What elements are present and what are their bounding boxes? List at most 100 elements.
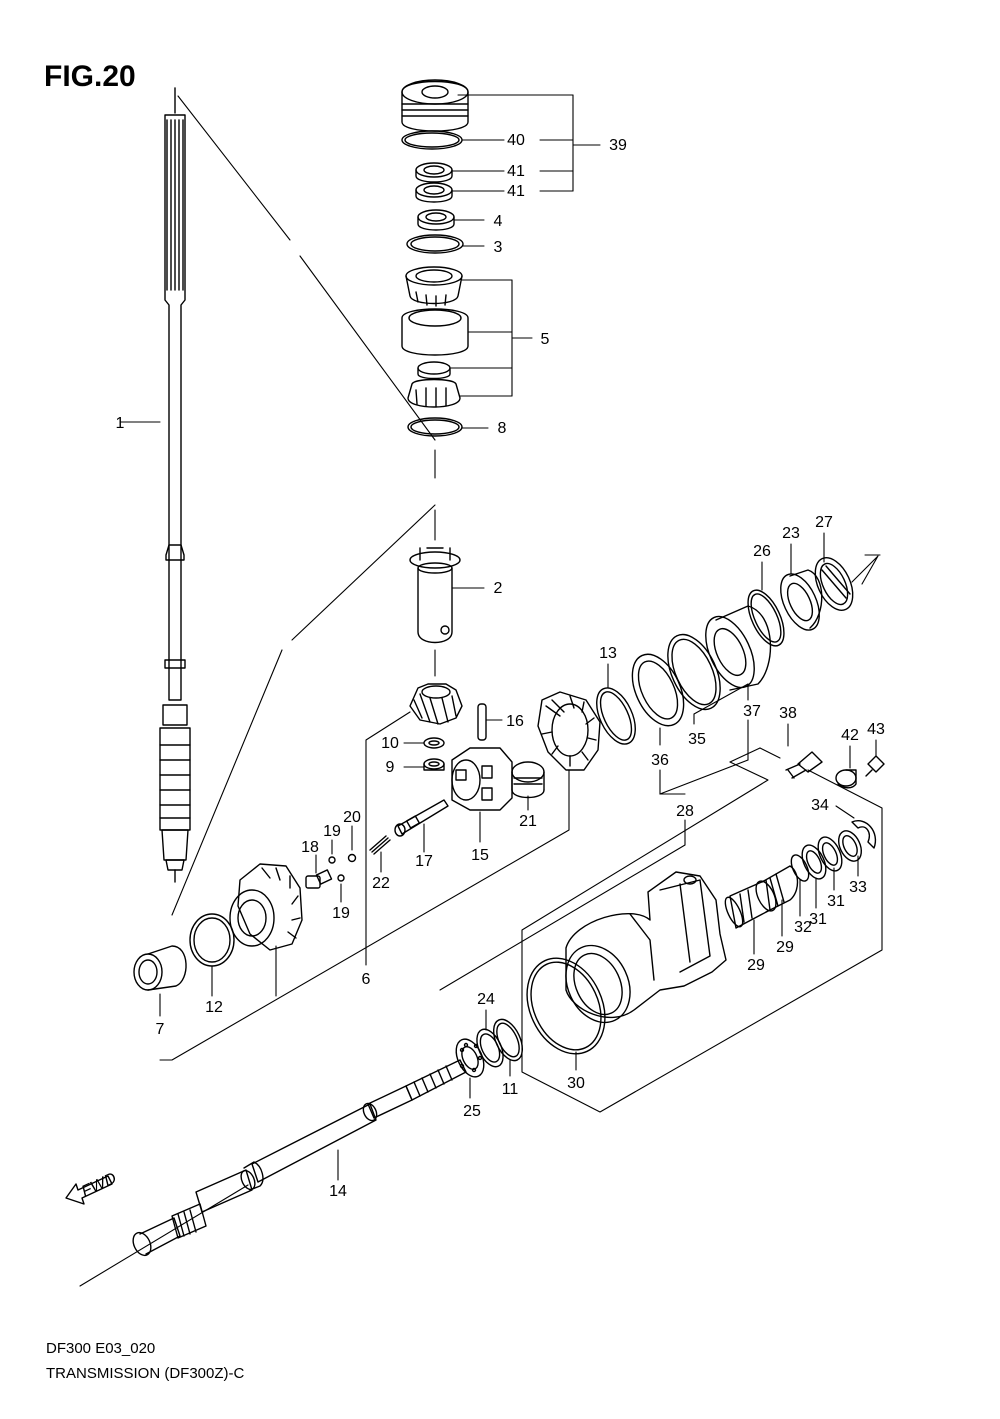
callout-29: 29 — [747, 957, 765, 974]
guide-shaft — [79, 1184, 249, 1287]
figure-title: FIG.20 — [44, 60, 136, 93]
part-31-oil-seal-b[interactable] — [797, 841, 830, 882]
housing-box-outline — [521, 747, 883, 1113]
part-30-o-ring[interactable] — [512, 945, 620, 1066]
part-23-bearing[interactable] — [773, 568, 827, 636]
callout-9: 9 — [386, 759, 395, 776]
part-8-retaining-ring[interactable] — [407, 417, 463, 437]
callout-32: 32 — [794, 919, 812, 936]
callout-7: 7 — [156, 1021, 165, 1038]
part-17-shift-slider[interactable] — [394, 799, 449, 837]
part-19-ball-upper[interactable] — [328, 856, 336, 864]
part-18-shift-pin[interactable] — [305, 869, 333, 889]
part-29-bearing-b[interactable] — [722, 879, 771, 929]
part-28-gear-housing[interactable] — [554, 871, 727, 1033]
part-32-circlip[interactable] — [788, 852, 813, 883]
callout-3: 3 — [494, 239, 503, 256]
callout-16: 16 — [506, 713, 524, 730]
callout-13: 13 — [599, 645, 617, 662]
part-20-ball[interactable] — [347, 853, 357, 863]
part-12-shim[interactable] — [189, 913, 235, 967]
callout-43: 43 — [867, 721, 885, 738]
part-19-ball-lower[interactable] — [337, 874, 345, 882]
callout-4: 4 — [494, 213, 503, 230]
callout-5: 5 — [541, 331, 550, 348]
part-14-propeller-shaft[interactable] — [130, 1059, 467, 1258]
part-9-nut[interactable] — [423, 758, 445, 771]
part-33-spacer[interactable] — [834, 827, 866, 864]
fwd-arrow-icon — [65, 1175, 113, 1205]
part-5-taper-roller-bearing-set[interactable] — [401, 266, 469, 408]
callout-29: 29 — [776, 939, 794, 956]
callout-41: 41 — [507, 163, 525, 180]
part-forward-bevel-gear[interactable] — [537, 691, 601, 771]
part-1-drive-shaft[interactable] — [159, 87, 191, 883]
leaders-9-10-16 — [403, 719, 503, 768]
part-21-spring[interactable] — [511, 761, 545, 799]
part-16-pin[interactable] — [477, 703, 487, 741]
part-3-shim[interactable] — [406, 234, 464, 254]
part-27-needle-bearing[interactable] — [808, 552, 861, 616]
callout-8: 8 — [498, 420, 507, 437]
figure-caption: TRANSMISSION (DF300Z)-C — [46, 1365, 245, 1382]
callout-24: 24 — [477, 991, 495, 1008]
part-15-clutch-dog[interactable] — [451, 747, 513, 811]
callout-38: 38 — [779, 705, 797, 722]
callout-12: 12 — [205, 999, 223, 1016]
callout-34: 34 — [811, 797, 829, 814]
part-40-o-ring[interactable] — [401, 130, 463, 150]
callout-35: 35 — [688, 731, 706, 748]
callout-31: 31 — [827, 893, 845, 910]
part-41-oil-seal-lower[interactable] — [415, 182, 453, 203]
part-2-drive-shaft-sleeve[interactable] — [409, 547, 461, 644]
callout-39: 39 — [609, 137, 627, 154]
callout-14: 14 — [329, 1183, 347, 1200]
callout-15: 15 — [471, 847, 489, 864]
callout-33: 33 — [849, 879, 867, 896]
callout-36: 36 — [651, 752, 669, 769]
callout-25: 25 — [463, 1103, 481, 1120]
fwd-label: FWD — [79, 1170, 120, 1201]
callout-2: 2 — [494, 580, 503, 597]
part-42-washer[interactable] — [835, 769, 857, 789]
leaders-top-stack — [449, 94, 601, 429]
part-7-needle-bearing[interactable] — [133, 945, 187, 991]
part-29-bearing-a[interactable] — [752, 865, 799, 914]
part-10-washer[interactable] — [423, 737, 445, 749]
part-35-bearing[interactable] — [657, 626, 731, 717]
part-4-bearing-race[interactable] — [417, 209, 455, 231]
part-38-bolt[interactable] — [785, 751, 823, 779]
callout-28: 28 — [676, 803, 694, 820]
callout-41: 41 — [507, 183, 525, 200]
part-39-housing-assy[interactable] — [401, 79, 469, 132]
callout-11: 11 — [502, 1081, 519, 1098]
part-41-oil-seal-upper[interactable] — [415, 162, 453, 183]
part-25-thrust-bearing[interactable] — [451, 1035, 490, 1081]
part-reverse-gear[interactable] — [229, 863, 303, 951]
part-22-spring[interactable] — [369, 835, 391, 855]
callout-19: 19 — [332, 905, 350, 922]
part-31-oil-seal-a[interactable] — [813, 833, 846, 874]
callout-18: 18 — [301, 839, 319, 856]
part-6-pinion-gear[interactable] — [409, 683, 463, 725]
part-34-circlip[interactable] — [851, 820, 877, 849]
callout-40: 40 — [507, 132, 525, 149]
part-43-bolt[interactable] — [865, 755, 885, 777]
callout-17: 17 — [415, 853, 433, 870]
callout-22: 22 — [372, 875, 390, 892]
arrow-27 — [851, 555, 879, 585]
callout-21: 21 — [519, 813, 537, 830]
callout-27: 27 — [815, 514, 833, 531]
guide-gear — [159, 769, 570, 1061]
leader-34 — [835, 805, 855, 819]
part-26-shim[interactable] — [741, 585, 792, 651]
part-13-shim[interactable] — [589, 682, 643, 750]
callout-37: 37 — [743, 703, 761, 720]
callout-23: 23 — [782, 525, 800, 542]
callout-31: 31 — [809, 911, 827, 928]
callout-30: 30 — [567, 1075, 585, 1092]
callout-10: 10 — [381, 735, 399, 752]
callout-20: 20 — [343, 809, 361, 826]
